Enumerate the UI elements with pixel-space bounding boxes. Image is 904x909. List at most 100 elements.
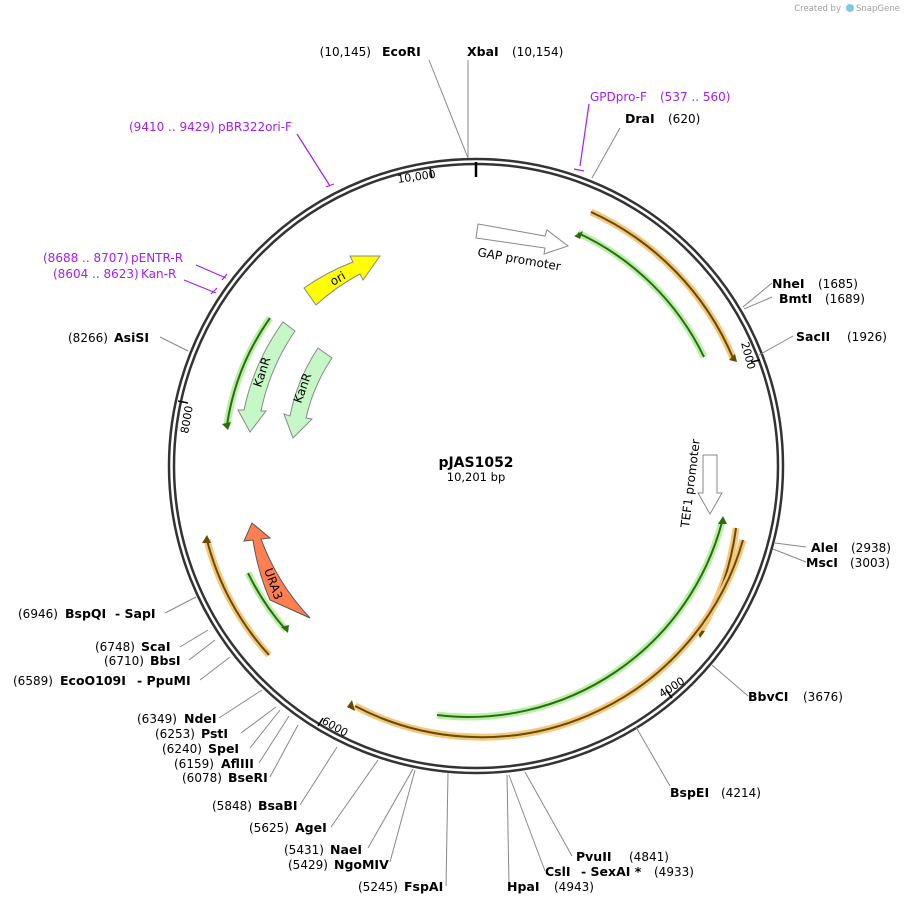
primer-name-kan-r[interactable]: Kan-R [141, 267, 176, 281]
enzyme-name-ngomiv[interactable]: NgoMIV [334, 857, 389, 872]
leader-bspqi [164, 596, 197, 614]
enzyme-pos-naei: (5431) [284, 843, 324, 857]
leader-psti [240, 706, 277, 734]
leader-hpai [506, 774, 510, 887]
enzyme-name-sacii[interactable]: SacII [796, 329, 830, 344]
leader-fspai [445, 772, 449, 887]
enzyme-name-naei[interactable]: NaeI [330, 842, 362, 857]
orf-arc-3 [354, 539, 744, 739]
enzyme-pos-xbai: (10,154) [512, 45, 563, 59]
pentr-r-mark [221, 273, 228, 281]
leader-kan-r [183, 279, 217, 294]
green-arc-1-head-icon [574, 231, 583, 239]
leader-bsabi [299, 746, 338, 806]
enzyme-pos-csli: (4933) [654, 865, 694, 879]
green-arc-4 [226, 317, 271, 426]
enzyme-pos-spei: (6240) [162, 742, 202, 756]
enzyme-pos-scai: (6748) [95, 640, 135, 654]
green-arc-4-head-icon [222, 422, 231, 430]
enzyme-name-asisi[interactable]: AsiSI [114, 330, 149, 345]
tef1-promoter-arrow[interactable] [697, 454, 723, 516]
enzyme-name-spei[interactable]: SpeI [208, 741, 239, 756]
enzyme-leaders [159, 59, 807, 887]
enzyme-name-ppumi[interactable]: - PpuMI [137, 673, 191, 688]
enzyme-pos-asisi: (8266) [68, 331, 108, 345]
enzyme-name-drai[interactable]: DraI [625, 111, 655, 126]
leader-ngomiv [389, 769, 416, 863]
enzyme-name-bsabi[interactable]: BsaBI [258, 798, 298, 813]
enzyme-name-bseri[interactable]: BseRI [228, 770, 268, 785]
enzyme-name-scai[interactable]: ScaI [141, 639, 171, 654]
kanr-1-arrow[interactable] [237, 321, 296, 433]
tick-4000 [665, 689, 673, 699]
enzyme-name-alei[interactable]: AleI [811, 540, 838, 555]
ura3-arrow[interactable] [243, 522, 311, 619]
leader-bseri [269, 724, 299, 778]
leader-bmti [743, 296, 773, 310]
leader-pbr322ori-f [296, 133, 331, 187]
enzyme-name-msci[interactable]: MscI [806, 555, 838, 570]
enzyme-pos-alei: (2938) [851, 541, 891, 555]
primer-range-kan-r: (8604 .. 8623) [53, 267, 139, 281]
enzyme-name-agei[interactable]: AgeI [295, 820, 327, 835]
enzyme-name-ecori[interactable]: EcoRI [382, 44, 421, 59]
leader-nhei [742, 282, 773, 308]
enzyme-name-psti[interactable]: PstI [201, 726, 228, 741]
enzyme-pos-bseri: (6078) [182, 771, 222, 785]
plasmid-name: pJAS1052 [438, 455, 513, 471]
green-arc-2 [436, 521, 723, 718]
primer-name-pentr-r[interactable]: pENTR-R [131, 251, 183, 265]
orf-arc-4 [206, 539, 270, 656]
leader-gpdpro-f [579, 103, 590, 167]
enzyme-name-aflii[interactable]: AflIII [221, 756, 254, 771]
pbr322ori-f-mark [325, 183, 335, 188]
enzyme-name-pvuii[interactable]: PvuII [576, 849, 612, 864]
enzyme-name-ndei[interactable]: NdeI [184, 711, 217, 726]
enzyme-pos-bbvci: (3676) [803, 690, 843, 704]
enzyme-name-bmti[interactable]: BmtI [779, 291, 812, 306]
enzyme-name-nhei[interactable]: NheI [772, 276, 805, 291]
enzyme-name-csli[interactable]: CslI [545, 864, 571, 879]
enzyme-name-hpai[interactable]: HpaI [507, 879, 540, 894]
primer-name-gpdpro-f[interactable]: GPDpro-F [590, 90, 647, 104]
kanr-2-arrow[interactable] [283, 347, 333, 439]
tick-label-6000: 6000 [320, 714, 351, 739]
tick-10000 [429, 167, 433, 179]
enzyme-pos-bbsi: (6710) [104, 654, 144, 668]
leader-naei [367, 768, 414, 849]
enzyme-name-sapi[interactable]: - SapI [115, 606, 156, 621]
ori-label: ori [328, 269, 349, 289]
enzyme-pos-ecoo109i: (6589) [13, 674, 53, 688]
enzyme-pos-ecori: (10,145) [320, 45, 371, 59]
enzyme-pos-agei: (5625) [249, 821, 289, 835]
enzyme-name-fspai[interactable]: FspAI [404, 879, 443, 894]
enzyme-name-bspei[interactable]: BspEI [670, 785, 709, 800]
enzyme-name-sexai[interactable]: - SexAI * [581, 864, 642, 879]
enzyme-name-ecoo109i[interactable]: EcoO109I [60, 673, 126, 688]
enzyme-pos-bsabi: (5848) [212, 799, 252, 813]
orf-arc-1 [590, 211, 734, 359]
enzyme-pos-psti: (6253) [155, 727, 195, 741]
green-arc-1-halo [576, 229, 708, 359]
ori-arrow[interactable] [303, 255, 381, 306]
enzyme-pos-pvuii: (4841) [629, 850, 669, 864]
enzyme-name-bbvci[interactable]: BbvCI [748, 689, 788, 704]
gap-promoter-arrow[interactable] [475, 223, 570, 255]
enzyme-name-bbsi[interactable]: BbsI [150, 653, 181, 668]
leader-sacii [758, 335, 794, 356]
primer-leaders [183, 103, 590, 295]
enzyme-pos-aflii: (6159) [174, 757, 214, 771]
leader-ecori [428, 59, 469, 159]
enzyme-pos-msci: (3003) [850, 556, 890, 570]
enzyme-pos-ngomiv: (5429) [288, 858, 328, 872]
enzyme-name-xbai[interactable]: XbaI [467, 44, 499, 59]
enzyme-pos-drai: (620) [668, 112, 700, 126]
tick-6000 [317, 717, 324, 727]
primer-name-pbr322ori-f[interactable]: pBR322ori-F [218, 120, 292, 134]
leader-agei [330, 759, 379, 828]
enzyme-pos-sacii: (1926) [847, 330, 887, 344]
leader-msci [772, 548, 807, 563]
enzyme-name-bspqi[interactable]: BspQI [65, 606, 106, 621]
